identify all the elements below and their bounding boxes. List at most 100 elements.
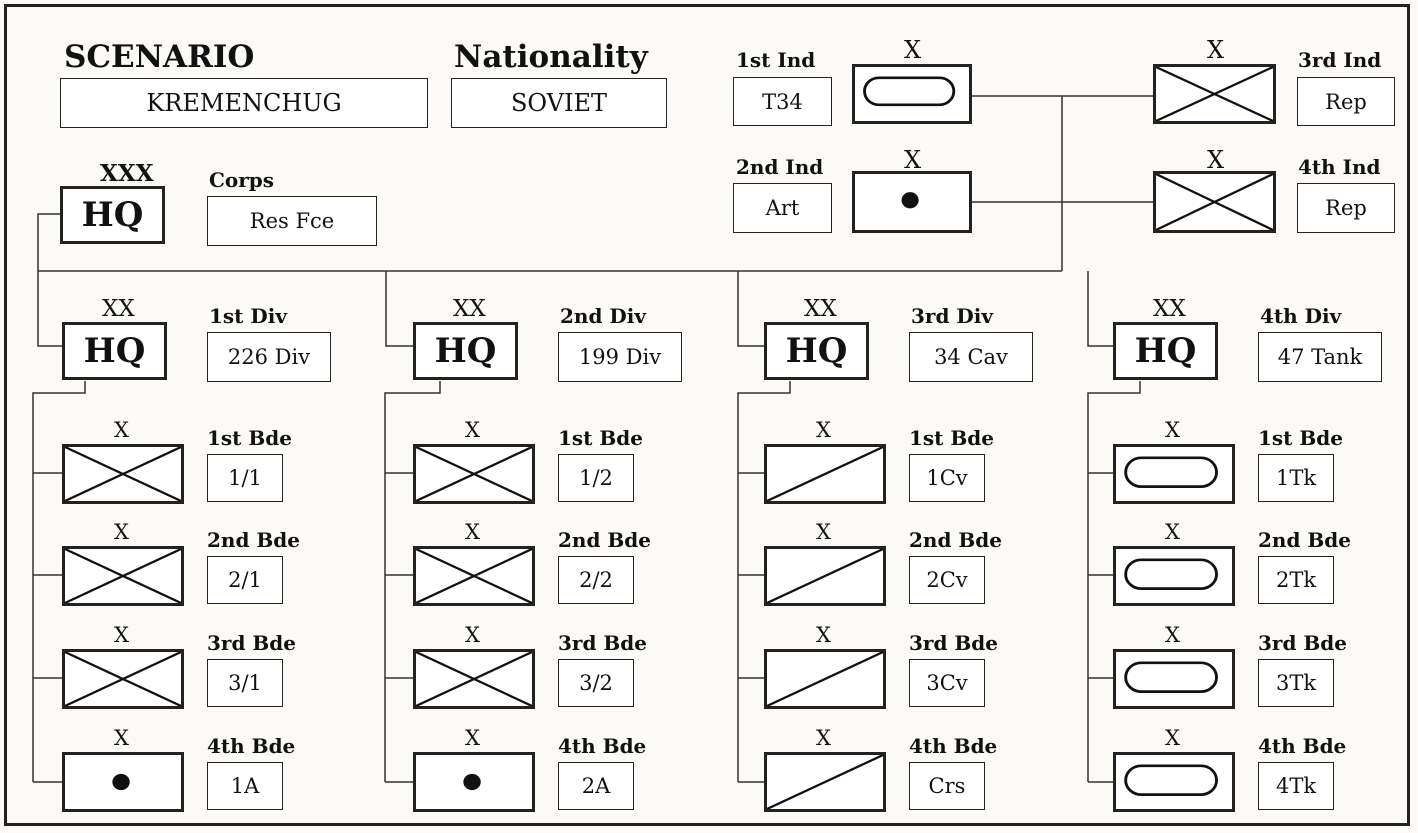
- armour-symbol-icon: [1113, 752, 1235, 812]
- brigade-echelon: X: [465, 520, 480, 544]
- artillery-symbol-icon: [62, 752, 184, 812]
- scenario-value: KREMENCHUG: [60, 78, 428, 128]
- infantry-symbol-icon: [413, 444, 535, 504]
- brigade-value: 2A: [558, 762, 634, 810]
- infantry-symbol-icon: [62, 546, 184, 606]
- infantry-symbol-icon: [1153, 64, 1276, 124]
- artillery-symbol-icon: [413, 752, 535, 812]
- brigade-label: 2nd Bde: [1258, 528, 1352, 552]
- division-hq-symbol: HQ: [1113, 322, 1218, 380]
- brigade-value: 3/2: [558, 659, 634, 707]
- brigade-label: 4th Bde: [558, 734, 647, 758]
- brigade-value: 2Tk: [1258, 556, 1334, 604]
- brigade-label: 2nd Bde: [558, 528, 652, 552]
- brigade-echelon: X: [465, 623, 480, 647]
- division-echelon: XX: [804, 296, 837, 322]
- brigade-echelon: X: [114, 520, 129, 544]
- brigade-label: 4th Bde: [909, 734, 998, 758]
- cavalry-symbol-icon: [764, 649, 886, 709]
- brigade-echelon: X: [114, 623, 129, 647]
- ind4-echelon: X: [1207, 146, 1225, 174]
- corps-hq-symbol: HQ: [60, 186, 165, 244]
- armour-symbol-icon: [1113, 649, 1235, 709]
- brigade-value: 2/2: [558, 556, 634, 604]
- ind2-echelon: X: [904, 146, 922, 174]
- armour-symbol-icon: [1113, 546, 1235, 606]
- brigade-value: 3/1: [207, 659, 283, 707]
- nationality-label: Nationality: [454, 39, 648, 75]
- brigade-value: 2Cv: [909, 556, 985, 604]
- scenario-label: SCENARIO: [64, 39, 255, 75]
- brigade-label: 3rd Bde: [1258, 631, 1348, 655]
- brigade-value: 3Cv: [909, 659, 985, 707]
- brigade-label: 2nd Bde: [207, 528, 301, 552]
- ind4-label: 4th Ind: [1298, 155, 1381, 179]
- ind2-label: 2nd Ind: [736, 155, 824, 179]
- brigade-value: 1/1: [207, 454, 283, 502]
- ind3-echelon: X: [1207, 36, 1225, 64]
- corps-value: Res Fce: [207, 196, 377, 246]
- division-value: 199 Div: [558, 332, 682, 382]
- ind1-echelon: X: [904, 36, 922, 64]
- brigade-echelon: X: [1165, 623, 1180, 647]
- brigade-label: 1st Bde: [558, 426, 643, 450]
- brigade-value: 1A: [207, 762, 283, 810]
- brigade-value: Crs: [909, 762, 985, 810]
- brigade-value: 2/1: [207, 556, 283, 604]
- cavalry-symbol-icon: [764, 752, 886, 812]
- infantry-symbol-icon: [413, 649, 535, 709]
- infantry-symbol-icon: [1153, 171, 1276, 233]
- brigade-label: 4th Bde: [207, 734, 296, 758]
- brigade-echelon: X: [816, 520, 831, 544]
- division-hq-symbol: HQ: [413, 322, 518, 380]
- brigade-echelon: X: [465, 726, 480, 750]
- infantry-symbol-icon: [62, 649, 184, 709]
- division-hq-symbol: HQ: [764, 322, 869, 380]
- division-label: 1st Div: [209, 304, 287, 328]
- armour-symbol-icon: [1113, 444, 1235, 504]
- division-hq-symbol: HQ: [62, 322, 167, 380]
- brigade-echelon: X: [1165, 520, 1180, 544]
- division-echelon: XX: [453, 296, 486, 322]
- division-label: 3rd Div: [911, 304, 993, 328]
- ind3-value: Rep: [1297, 77, 1395, 126]
- nationality-value: SOVIET: [451, 78, 667, 128]
- brigade-value: 4Tk: [1258, 762, 1334, 810]
- brigade-value: 1Tk: [1258, 454, 1334, 502]
- brigade-label: 4th Bde: [1258, 734, 1347, 758]
- brigade-echelon: X: [114, 418, 129, 442]
- brigade-echelon: X: [816, 418, 831, 442]
- infantry-symbol-icon: [62, 444, 184, 504]
- cavalry-symbol-icon: [764, 546, 886, 606]
- brigade-echelon: X: [114, 726, 129, 750]
- brigade-label: 3rd Bde: [207, 631, 297, 655]
- brigade-echelon: X: [816, 623, 831, 647]
- brigade-echelon: X: [465, 418, 480, 442]
- artillery-symbol-icon: [852, 171, 972, 233]
- brigade-value: 1/2: [558, 454, 634, 502]
- brigade-value: 3Tk: [1258, 659, 1334, 707]
- corps-echelon: XXX: [100, 160, 154, 187]
- division-label: 2nd Div: [560, 304, 646, 328]
- brigade-label: 1st Bde: [1258, 426, 1343, 450]
- ind1-value: T34: [733, 77, 832, 126]
- division-echelon: XX: [102, 296, 135, 322]
- brigade-label: 1st Bde: [909, 426, 994, 450]
- chart-frame: [4, 4, 1410, 826]
- brigade-echelon: X: [1165, 726, 1180, 750]
- cavalry-symbol-icon: [764, 444, 886, 504]
- ind3-label: 3rd Ind: [1298, 48, 1382, 72]
- armour-symbol-icon: [852, 64, 972, 124]
- ind1-label: 1st Ind: [736, 48, 816, 72]
- brigade-echelon: X: [1165, 418, 1180, 442]
- division-value: 34 Cav: [909, 332, 1033, 382]
- infantry-symbol-icon: [413, 546, 535, 606]
- division-label: 4th Div: [1260, 304, 1342, 328]
- corps-label: Corps: [209, 168, 275, 192]
- brigade-label: 2nd Bde: [909, 528, 1003, 552]
- brigade-echelon: X: [816, 726, 831, 750]
- brigade-label: 1st Bde: [207, 426, 292, 450]
- brigade-label: 3rd Bde: [558, 631, 648, 655]
- brigade-value: 1Cv: [909, 454, 985, 502]
